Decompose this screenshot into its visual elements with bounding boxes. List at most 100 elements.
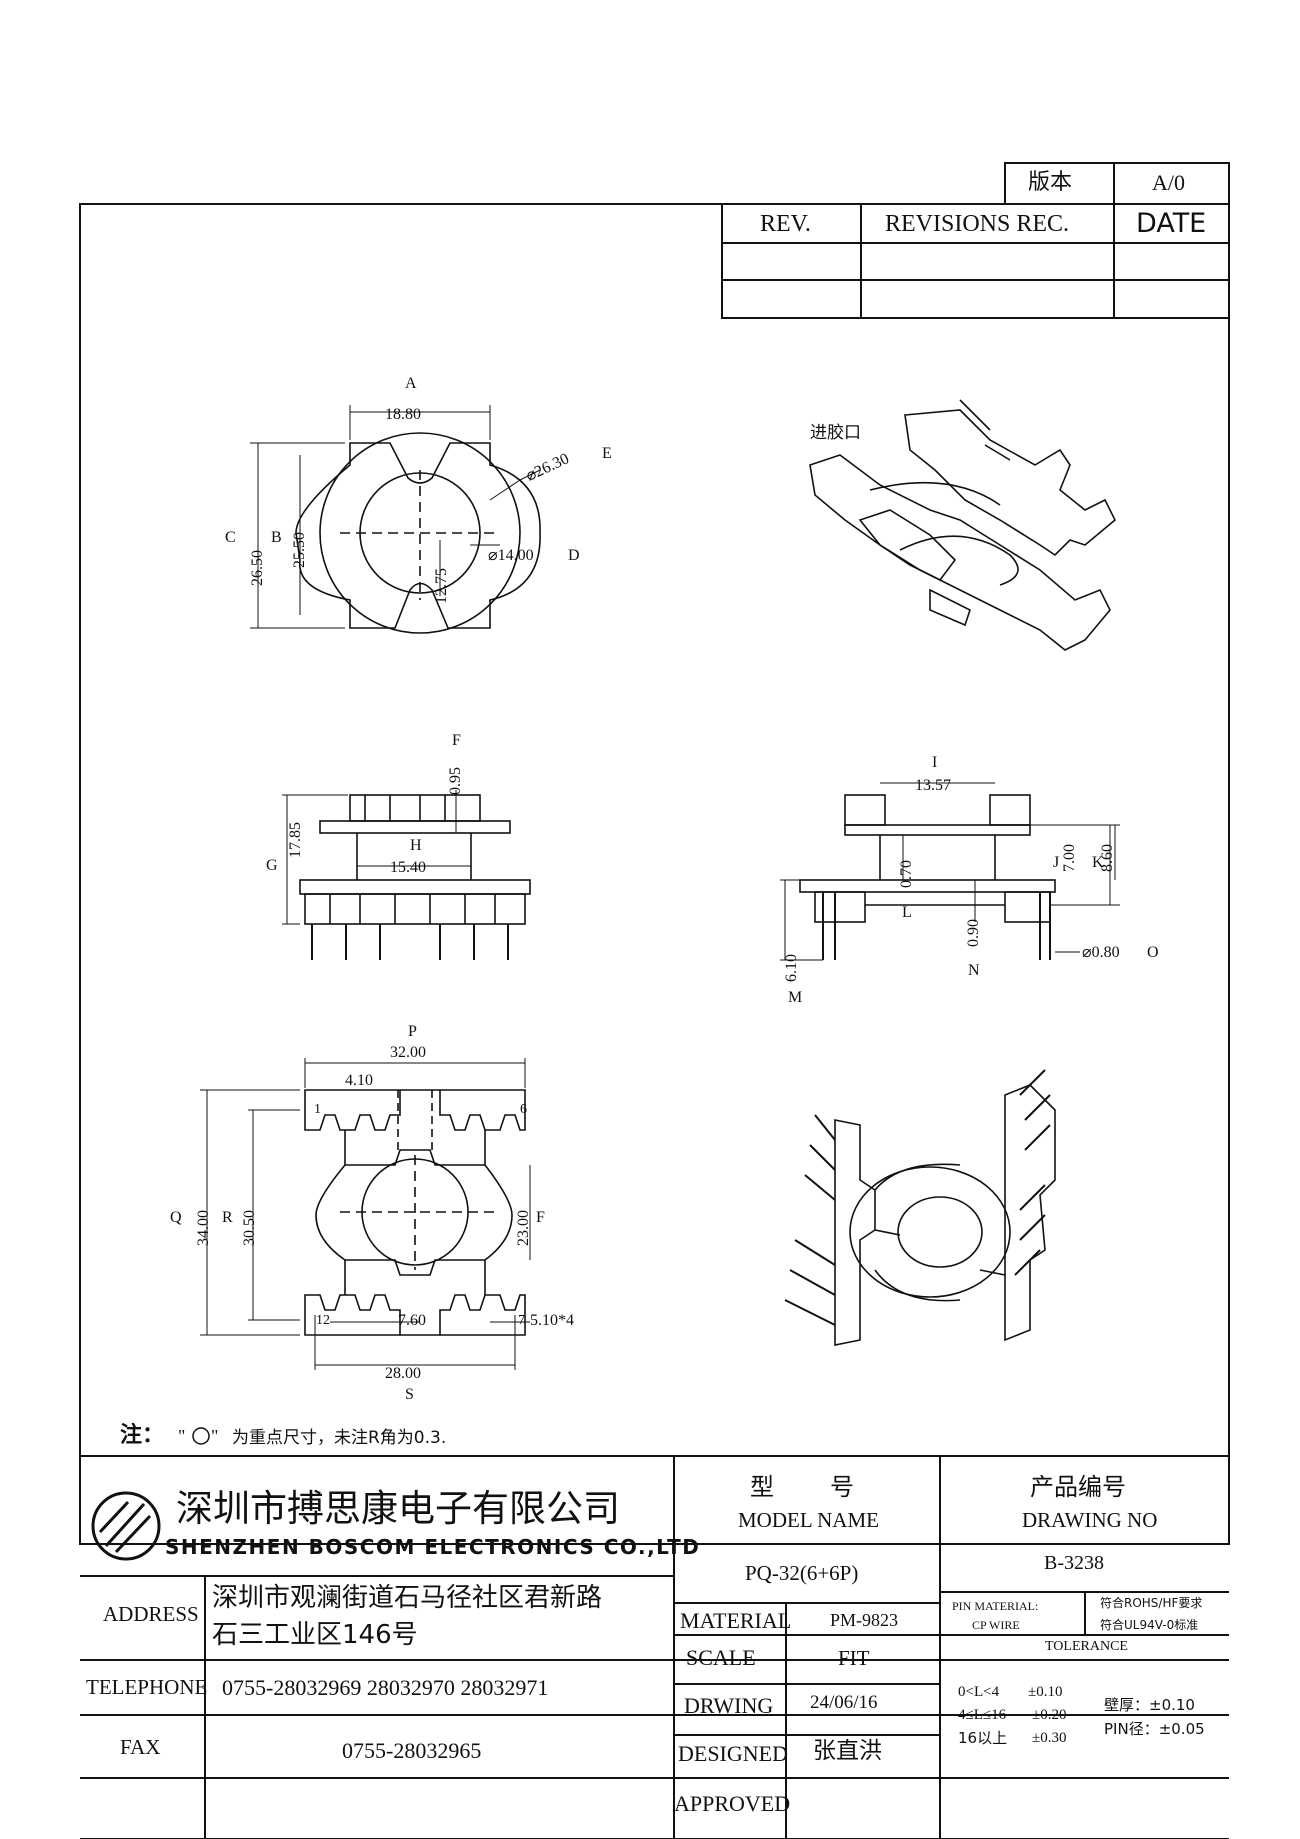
circle-k: K (1092, 854, 1104, 871)
dim-g-label: 17.85 (287, 822, 304, 858)
scale-value: FIT (838, 1646, 870, 1670)
note-prefix: 注： (120, 1423, 165, 1448)
pin-material-label: PIN MATERIAL: (952, 1599, 1039, 1613)
circle-b: B (271, 529, 282, 546)
circle-i: I (932, 754, 938, 771)
circle-f: F (452, 732, 461, 749)
address-label: ADDRESS (103, 1602, 199, 1626)
company-name-en: SHENZHEN BOSCOM ELECTRONICS CO.,LTD (165, 1535, 701, 1559)
iso-view-top (809, 399, 1116, 651)
tolerance-value-2: ±0.20 (1032, 1707, 1067, 1723)
address-line2: 石三工业区146号 (212, 1620, 418, 1650)
drawing-no-value: B-3238 (1044, 1552, 1104, 1574)
note-text: 为重点尺寸，未注R角为0.3. (232, 1428, 447, 1448)
front-view (282, 790, 531, 960)
cp-wire-label: CP WIRE (972, 1618, 1020, 1632)
dim-p-label: 32.00 (390, 1044, 426, 1061)
drawing-no-label: DRAWING NO (1022, 1508, 1158, 1532)
iso-view-bottom (784, 1069, 1056, 1346)
circle-p: P (408, 1023, 417, 1040)
scale-label: SCALE (686, 1645, 756, 1670)
cp-wire-value: 符合UL94V-0标准 (1100, 1618, 1199, 1632)
tolerance-range-3: 16以上 (958, 1729, 1008, 1747)
version-label: 版本 (1028, 170, 1073, 195)
circle-h: H (410, 837, 422, 854)
circle-l: L (902, 904, 912, 921)
pin-12: 12 (316, 1313, 330, 1328)
pin-diameter: PIN径：±0.05 (1104, 1720, 1205, 1738)
telephone-value: 0755-28032969 28032970 28032971 (222, 1675, 549, 1700)
dim-r-label: 30.50 (241, 1210, 258, 1246)
circle-o: O (1147, 944, 1159, 961)
tolerance-value-1: ±0.10 (1028, 1684, 1063, 1700)
circle-n: N (968, 962, 980, 979)
drawing-no-cn: 产品编号 (1030, 1473, 1126, 1501)
designed-value: 张直洪 (813, 1738, 882, 1764)
tolerance-value-3: ±0.30 (1032, 1730, 1067, 1746)
key-dim-quote-open: " (178, 1426, 186, 1446)
date-header: DATE (1136, 208, 1207, 239)
circle-g: G (266, 857, 278, 874)
pin-material-value: 符合ROHS/HF要求 (1100, 1596, 1203, 1610)
circle-23: F (536, 1209, 545, 1226)
dim-23-label: 23.00 (515, 1210, 532, 1246)
tolerance-range-1: 0<L<4 (958, 1684, 1000, 1700)
dim-510-label: 5.10*4 (530, 1312, 574, 1329)
model-name-value: PQ-32(6+6P) (745, 1561, 859, 1585)
dim-m-label: 6.10 (783, 954, 800, 982)
drwing-value: 24/06/16 (810, 1692, 878, 1713)
company-logo (91, 1491, 161, 1561)
address-line1: 深圳市观澜街道石马径社区君新路 (212, 1583, 603, 1613)
material-value: PM-9823 (830, 1610, 899, 1630)
fax-label: FAX (120, 1735, 161, 1759)
dim-l-label: 0.70 (898, 860, 915, 888)
revisions-table (721, 203, 1230, 319)
circle-c: C (225, 529, 236, 546)
circle-d: D (568, 547, 580, 564)
pin-6: 6 (520, 1102, 527, 1117)
dim-j-label: 7.00 (1061, 844, 1078, 872)
circle-j: J (1053, 854, 1060, 871)
model-cn-2: 号 (830, 1473, 854, 1501)
dim-f-label: 0.95 (447, 767, 464, 795)
model-name-label: MODEL NAME (738, 1508, 879, 1532)
circle-q: Q (170, 1209, 182, 1226)
dim-c-label: 26.50 (249, 550, 266, 586)
dim-h-label: 15.40 (390, 859, 426, 876)
tolerance-title: TOLERANCE (1045, 1639, 1128, 1654)
designed-label: DESIGNED (678, 1741, 788, 1766)
telephone-label: TELEPHONE (86, 1675, 208, 1699)
drwing-label: DRWING (684, 1693, 774, 1718)
circle-a: A (405, 375, 417, 392)
dim-410-label: 4.10 (345, 1072, 373, 1089)
circle-m: M (788, 989, 803, 1006)
wall-thickness: 壁厚：±0.10 (1104, 1696, 1195, 1714)
circle-e: E (602, 445, 612, 462)
dim-b-label: 25.50 (291, 532, 308, 568)
pin-1: 1 (314, 1102, 321, 1117)
material-label: MATERIAL (680, 1608, 792, 1633)
gate-label: 进胶口 (810, 423, 861, 443)
circle-s: S (405, 1386, 414, 1403)
company-name-cn: 深圳市搏思康电子有限公司 (176, 1487, 620, 1530)
tolerance-range-2: 4≤L≤16 (958, 1707, 1007, 1723)
dim-i-label: 13.57 (915, 777, 951, 794)
dim-d-label: ⌀14.00 (488, 547, 534, 564)
key-dim-symbol (192, 1427, 210, 1445)
title-block (80, 1455, 1229, 1839)
rev-header: REV. (760, 211, 811, 237)
revisions-rec-header: REVISIONS REC. (885, 211, 1070, 237)
sheet-border (79, 203, 1230, 1545)
side-view (780, 782, 1120, 961)
dim-760-label: 7.60 (398, 1312, 426, 1329)
pin-7: 7 (518, 1313, 525, 1328)
circle-r: R (222, 1209, 233, 1226)
top-view (250, 405, 541, 634)
version-value: A/0 (1152, 170, 1185, 195)
dim-s-label: 28.00 (385, 1365, 421, 1382)
dim-n-label: 0.90 (965, 919, 982, 947)
dim-12-label: 12.75 (433, 568, 450, 604)
dim-a-label: 18.80 (385, 406, 421, 423)
fax-value: 0755-28032965 (342, 1738, 482, 1763)
